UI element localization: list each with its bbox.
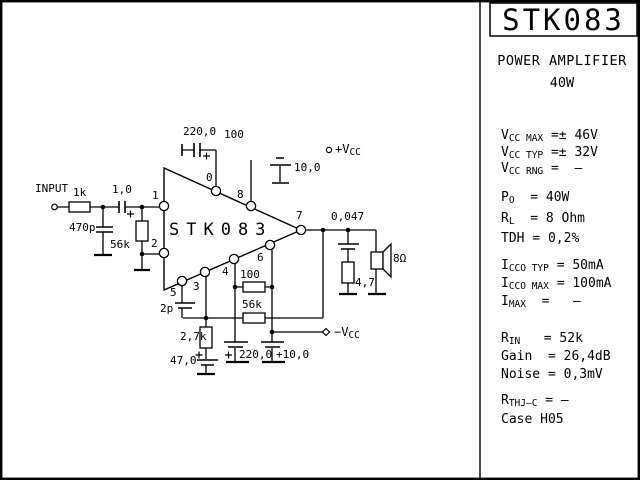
spec-rthj: RTHJ–C = – <box>501 393 569 409</box>
device-description: POWER AMPLIFIER <box>497 53 627 69</box>
spec-vcc-max: VCC MAX =± 46V <box>501 128 598 144</box>
label-resistor-1k: 1k <box>73 186 87 199</box>
resistor-symbols <box>68 201 355 349</box>
label-resistor-56k-fb: 56k <box>242 298 262 311</box>
polarity-plus-marks <box>127 152 232 359</box>
pin-label-8: 8 <box>237 188 244 201</box>
label-cap-220-bottom: 220,0 <box>239 348 273 361</box>
resistor-56k-feedback <box>242 312 266 324</box>
title-box <box>489 2 638 37</box>
pin-2 <box>158 247 170 259</box>
pin-0 <box>210 185 222 197</box>
spec-case: Case H05 <box>501 412 564 427</box>
device-power: 40W <box>549 75 575 91</box>
capacitor-plates <box>96 143 359 366</box>
pin-label-0: 0 <box>206 171 213 184</box>
label-cap-2p: 2p <box>160 302 174 315</box>
pin-label-3: 3 <box>193 280 200 293</box>
input-terminal <box>51 203 58 211</box>
spec-noise: Noise = 0,3mV <box>501 367 603 382</box>
label-resistor-4r7: 4,7 <box>355 276 375 289</box>
spec-rin: RIN = 52k <box>501 331 583 347</box>
ground-symbols <box>94 253 386 376</box>
part-number-title: STK083 <box>502 3 625 37</box>
label-cap-47u: 47,0 <box>170 354 197 367</box>
resistor-1k <box>68 201 91 213</box>
pin-label-5: 5 <box>170 286 177 299</box>
pin-label-4: 4 <box>222 265 229 278</box>
label-cap-0047: 0,047 <box>331 210 365 223</box>
pin-8 <box>245 200 257 212</box>
pin-label-6: 6 <box>257 251 264 264</box>
resistor-4r7 <box>341 261 355 284</box>
pin-label-7: 7 <box>296 209 303 222</box>
pin-3 <box>199 266 211 278</box>
pin-circles <box>158 185 307 287</box>
pin-5 <box>176 275 188 287</box>
junction-dots <box>100 204 351 335</box>
pin-6 <box>264 239 276 251</box>
resistor-56k-input <box>135 220 149 242</box>
label-speaker-8ohm: 8Ω <box>393 252 407 265</box>
spec-vcc-rng: VCC RNG = – <box>501 161 583 177</box>
spec-po: PO = 40W <box>501 190 570 206</box>
pin-7 <box>295 224 307 236</box>
label-resistor-56k-input: 56k <box>110 238 130 251</box>
resistor-100 <box>242 281 266 293</box>
vcc-positive-label: +VCC <box>335 142 361 158</box>
label-cap-470p: 470p <box>69 221 96 234</box>
resistor-2k7 <box>199 326 213 349</box>
vcc-positive-terminal <box>325 146 333 154</box>
pin-label-1: 1 <box>152 189 159 202</box>
label-cap-220-top: 220,0 <box>183 125 217 138</box>
spec-gain: Gain = 26,4dB <box>501 349 611 364</box>
pin-label-2: 2 <box>151 237 158 250</box>
spec-imax: IMAX = – <box>501 294 581 310</box>
label-cap-1u0: 1,0 <box>112 183 132 196</box>
chip-name: STK083 <box>169 220 273 240</box>
label-cap-10-top: 10,0 <box>294 161 321 174</box>
label-resistor-2k7: 2,7k <box>180 330 207 343</box>
label-resistor-100: 100 <box>240 268 260 281</box>
spec-rl: RL = 8 Ohm <box>501 211 586 227</box>
spec-icco-max: ICCO MAX = 100mA <box>501 276 612 292</box>
pin-1 <box>158 200 170 212</box>
spec-tdh: TDH = 0,2% <box>501 231 580 246</box>
input-label: INPUT <box>35 182 69 195</box>
pin-4 <box>228 253 240 265</box>
wires <box>57 149 377 374</box>
speaker-symbol <box>370 242 392 279</box>
vcc-negative-terminal <box>321 327 331 337</box>
vcc-negative-label: −VCC <box>334 325 360 341</box>
label-100-top: 100 <box>224 128 244 141</box>
spec-icco-typ: ICCO TYP = 50mA <box>501 258 604 274</box>
spec-vcc-typ: VCC TYP =± 32V <box>501 145 598 161</box>
label-cap-10-bottom: +10,0 <box>276 348 310 361</box>
